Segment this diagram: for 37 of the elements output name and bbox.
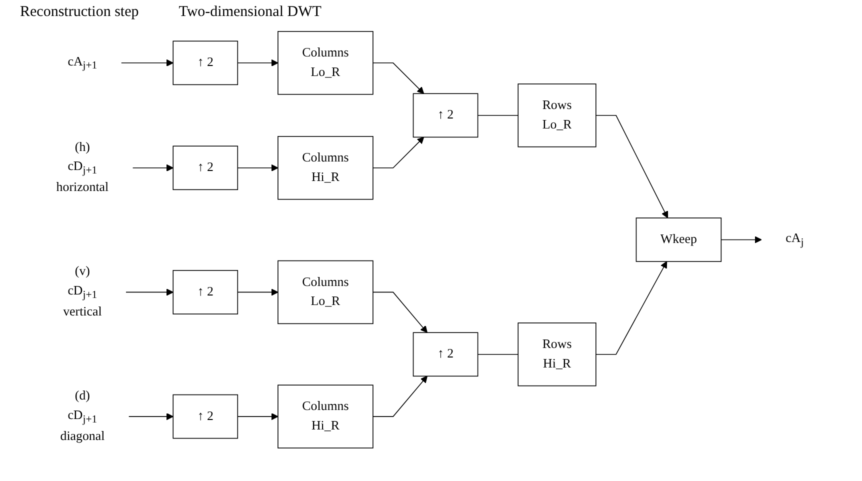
arrow: [120, 59, 174, 66]
node-box: Rows Hi_R: [518, 322, 596, 386]
node-text: (h) cD$_{j+1}$ horizontal: [56, 140, 109, 195]
arrow: [237, 59, 278, 66]
arrow: [720, 236, 762, 244]
arrow: [132, 164, 174, 172]
arrow: [237, 413, 278, 420]
arrow: [128, 413, 174, 420]
node-box: ↑ 2: [172, 146, 238, 190]
arrow: [126, 288, 174, 296]
node-box: Columns Hi_R: [278, 384, 374, 448]
node-box: ↑ 2: [172, 394, 238, 439]
node-text: cA$_{j}$: [786, 232, 804, 248]
node-box: ↑ 2: [172, 40, 238, 86]
node-box: Columns Lo_R: [278, 260, 374, 324]
diagram-title: Two-dimensional DWT: [178, 4, 322, 21]
arrow: [596, 114, 668, 218]
arrow: [596, 261, 668, 355]
note-text: Reconstruction step: [20, 4, 139, 21]
node-box: Rows Lo_R: [518, 84, 596, 148]
node-text: (v) cD$_{j+1}$ vertical: [63, 264, 102, 319]
node-box: ↑ 2: [172, 270, 238, 314]
node-box: ↑ 2: [412, 332, 478, 377]
node-box: ↑ 2: [412, 93, 478, 138]
connector: [477, 354, 519, 355]
node-text: cA$_{j+1}$: [68, 54, 98, 72]
arrow: [372, 62, 424, 94]
node-box: Columns Hi_R: [278, 136, 374, 200]
arrow: [237, 288, 278, 296]
arrow: [237, 164, 278, 172]
arrow: [372, 136, 424, 168]
connector: [477, 114, 519, 116]
arrow: [372, 292, 428, 333]
node-text: (d) cD$_{j+1}$ diagonal: [60, 389, 105, 444]
node-box: Columns Lo_R: [278, 31, 374, 95]
node-box: Wkeep: [636, 218, 722, 262]
arrow: [372, 376, 428, 417]
